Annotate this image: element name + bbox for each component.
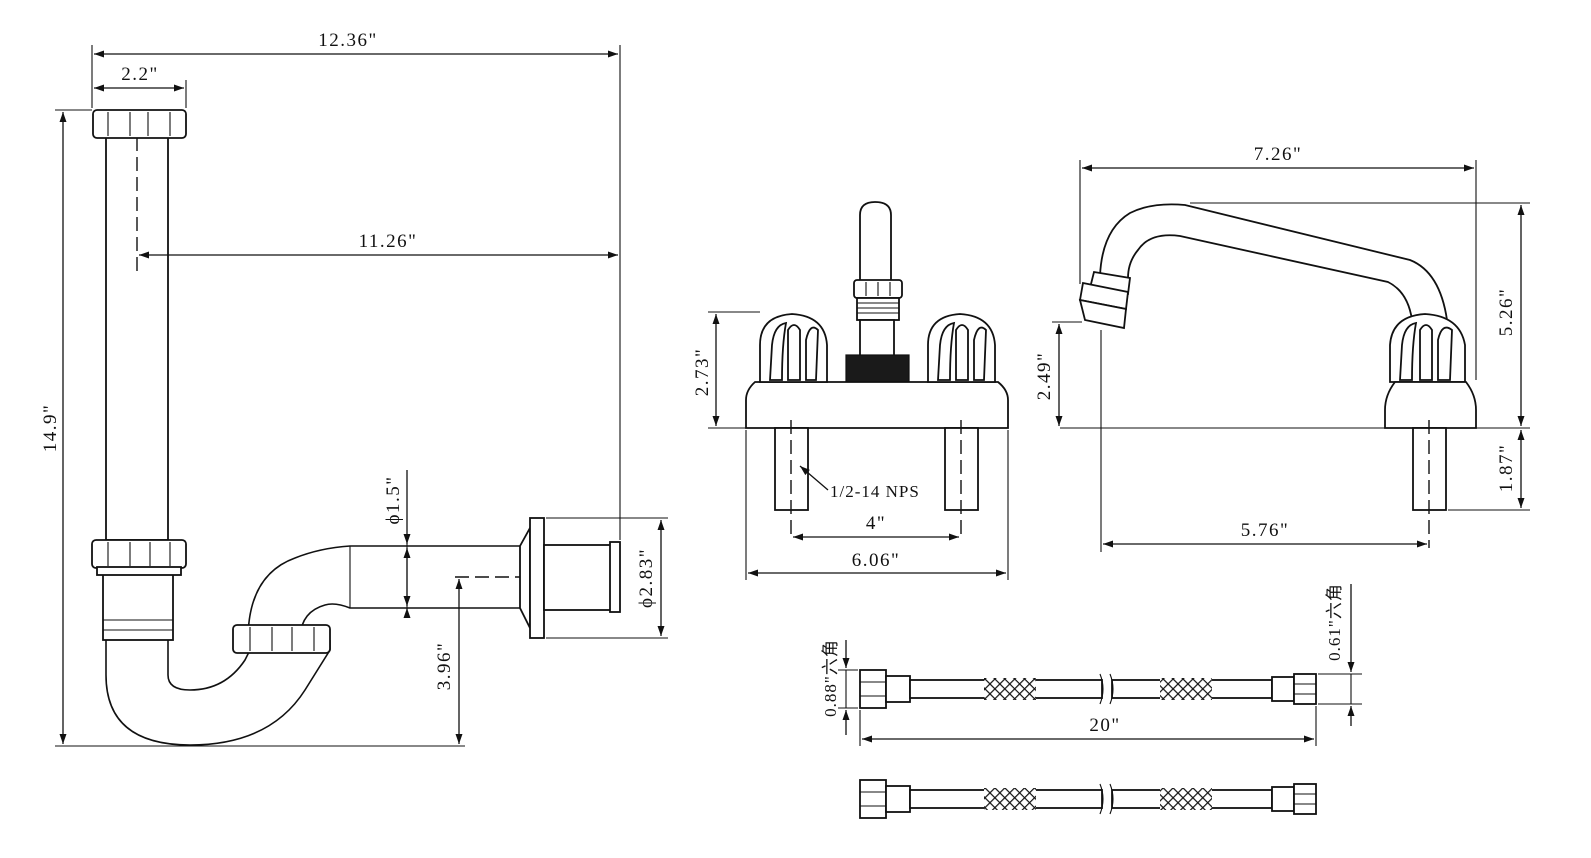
dim-label-outlet-length: 11.26"	[359, 231, 418, 252]
dim-aerator-height: 2.49"	[1034, 321, 1082, 426]
dim-nut-left: 0.88"六角	[821, 639, 858, 735]
middle-slip-nut	[91, 539, 187, 576]
dim-label-shank-length: 1.87"	[1496, 444, 1517, 493]
bottom-slip-nut	[232, 624, 331, 654]
dim-hose-length: 20"	[859, 706, 1317, 746]
dim-label-nut-left: 0.88"六角	[821, 639, 840, 717]
spout-stem	[845, 201, 910, 383]
faucet-front-drawing: 2.73" 1/2-14 NPS 4" 6.06"	[692, 201, 1009, 580]
dim-label-aerator-height: 2.49"	[1034, 352, 1055, 401]
dim-base-width: 6.06"	[745, 430, 1009, 580]
side-base	[1384, 381, 1477, 429]
dim-spout-height: 5.26"	[1060, 202, 1530, 429]
dim-overall-height: 14.9"	[40, 109, 465, 747]
dim-label-outlet-diameter: ϕ1.5"	[383, 475, 404, 524]
dim-label-hose-length: 20"	[1089, 715, 1120, 736]
wall-flange	[519, 517, 621, 639]
faucet-base	[745, 381, 1009, 429]
dim-body-height: 2.73"	[692, 311, 760, 429]
dim-shank-length: 1.87"	[1448, 430, 1530, 511]
dim-label-top-width: 2.2"	[121, 64, 159, 85]
thread-callout: 1/2-14 NPS	[799, 465, 920, 501]
top-slip-nut	[92, 109, 187, 139]
dim-overall-width: 12.36"	[91, 30, 621, 540]
dim-label-overall-height: 14.9"	[40, 404, 61, 453]
side-handle	[1389, 313, 1466, 383]
dim-top-width: 2.2"	[94, 64, 187, 108]
supply-hose-lower	[859, 779, 1317, 819]
dim-outlet-length: 11.26"	[139, 231, 618, 259]
right-handle	[927, 313, 996, 383]
dim-label-outlet-height: 3.96"	[434, 642, 455, 691]
dim-label-spout-height: 5.26"	[1496, 288, 1517, 337]
dim-label-spout-reach: 7.26"	[1254, 144, 1303, 165]
dim-spout-reach: 7.26"	[1079, 144, 1477, 380]
dim-outlet-height: 3.96"	[434, 579, 463, 744]
dim-spout-projection: 5.76"	[1100, 330, 1427, 552]
aerator	[1078, 270, 1132, 330]
dim-label-spout-projection: 5.76"	[1241, 520, 1290, 541]
dim-flange-diameter: ϕ2.83"	[546, 517, 668, 639]
dim-center-spacing: 4"	[793, 513, 959, 541]
supply-hose-drawing: 0.88"六角 0.61"六角 20"	[821, 583, 1362, 819]
tailpiece-pipe	[105, 136, 169, 541]
dim-label-base-width: 6.06"	[852, 550, 901, 571]
supply-hose-upper	[859, 669, 1317, 709]
thread-spec-label: 1/2-14 NPS	[830, 482, 920, 501]
dim-label-flange-diameter: ϕ2.83"	[636, 548, 657, 608]
dim-nut-right: 0.61"六角	[1318, 583, 1362, 726]
side-spout	[1099, 203, 1449, 321]
dim-label-nut-right: 0.61"六角	[1325, 583, 1344, 661]
dim-label-body-height: 2.73"	[692, 348, 713, 397]
faucet-side-drawing: 7.26" 5.26" 2.49" 1.87" 5.76"	[1034, 144, 1530, 552]
dim-label-overall-width: 12.36"	[318, 30, 378, 51]
trap-j-bend	[102, 569, 331, 746]
dim-label-center-spacing: 4"	[866, 513, 886, 534]
left-handle	[759, 313, 828, 383]
dim-outlet-diameter: ϕ1.5"	[383, 470, 411, 618]
drain-trap-drawing: 12.36" 2.2" 11.26" 14.9" ϕ1.5"	[40, 30, 668, 747]
